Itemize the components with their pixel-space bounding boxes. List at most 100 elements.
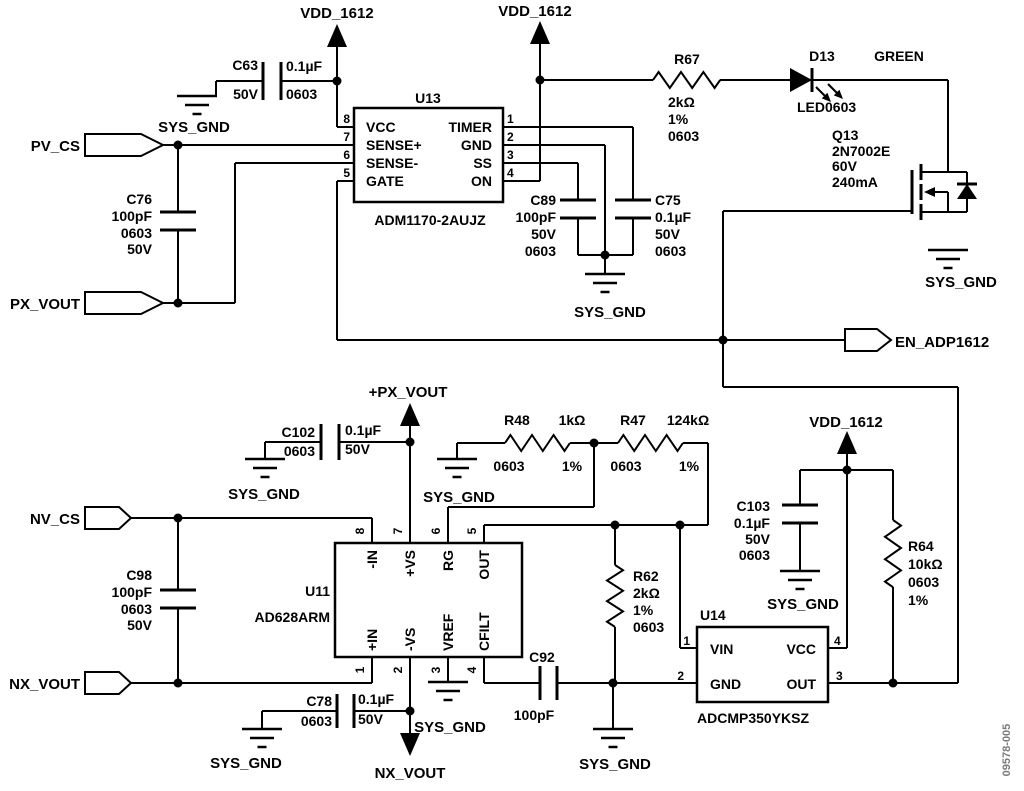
u13-pin-num-3: 3: [507, 148, 514, 162]
c63-voltage: 50V: [233, 86, 259, 102]
capacitor-c76: [160, 210, 196, 232]
c76-size: 0603: [121, 225, 152, 241]
c102-voltage: 50V: [345, 441, 371, 457]
sys-gnd-label-1: SYS_GND: [158, 119, 230, 136]
c76-value: 100pF: [112, 208, 153, 224]
u11-pin-vref: VREF: [440, 613, 456, 651]
u13-pin-ss: SS: [473, 155, 492, 171]
u14-pin-num-1: 1: [683, 634, 690, 648]
c103-voltage: 50V: [745, 531, 771, 547]
u13-pin-num-1: 1: [507, 112, 514, 126]
c76-ref: C76: [126, 191, 152, 207]
r62-value: 2kΩ: [633, 585, 660, 601]
vdd-arrow-1: [327, 24, 347, 47]
c102-ref: C102: [282, 424, 316, 440]
d13-color: GREEN: [874, 48, 924, 64]
r47-value: 124kΩ: [667, 412, 709, 428]
ground-r48: [437, 457, 477, 479]
connector-nx-vout: [84, 671, 133, 695]
c98-voltage: 50V: [127, 617, 153, 633]
c92-value: 100pF: [514, 707, 555, 723]
r48-tol: 1%: [562, 458, 583, 474]
c76-voltage: 50V: [127, 241, 153, 257]
resistors: [504, 70, 903, 628]
body-diode: [957, 184, 977, 199]
c75-voltage: 50V: [655, 226, 681, 242]
ground-q13: [928, 248, 968, 270]
c63-size: 0603: [286, 86, 317, 102]
r48-size: 0603: [493, 458, 524, 474]
vdd-label-2: VDD_1612: [498, 3, 571, 20]
u11-pin-out: OUT: [476, 550, 492, 580]
px-vout-power-label: +PX_VOUT: [369, 384, 448, 401]
capacitor-c89: [560, 198, 596, 220]
vdd-arrow-2: [530, 21, 550, 44]
resistor-r62: [605, 564, 625, 628]
px-vout-arrow: [400, 403, 420, 426]
connector-tags: [84, 133, 893, 695]
u14-pin-out: OUT: [786, 676, 816, 692]
c63-ref: C63: [232, 57, 258, 73]
r47-ref: R47: [620, 412, 646, 428]
r67-value: 2kΩ: [668, 94, 695, 110]
wires: [131, 44, 959, 733]
r62-ref: R62: [633, 568, 659, 584]
r64-tol: 1%: [908, 592, 929, 608]
vdd-label-3: VDD_1612: [809, 414, 882, 431]
c103-size: 0603: [739, 547, 770, 563]
pv-cs-label: PV_CS: [31, 138, 80, 155]
vdd-arrow-3: [837, 431, 857, 454]
c78-ref: C78: [306, 693, 332, 709]
c89-value: 100pF: [516, 209, 557, 225]
d13-package: LED0603: [797, 99, 856, 115]
capacitor-c92: [538, 666, 559, 700]
sys-gnd-label-5: SYS_GND: [423, 489, 495, 506]
connector-nv-cs: [84, 506, 133, 530]
u11-pin-pin: +IN: [364, 629, 380, 651]
u13-pin-on: ON: [471, 173, 492, 189]
ground-c89-c75: [585, 272, 625, 294]
u14-pin-gnd: GND: [710, 676, 741, 692]
capacitor-c78: [335, 694, 356, 728]
c75-ref: C75: [655, 192, 681, 208]
resistor-r64: [883, 519, 903, 589]
u13-pin-num-6: 6: [343, 148, 350, 162]
ic-u14-box: [695, 625, 830, 704]
capacitor-c102: [319, 424, 341, 460]
u11-pin-num-1: 1: [353, 666, 367, 673]
ground-symbols: [177, 94, 968, 749]
sys-gnd-label-3: SYS_GND: [925, 274, 997, 291]
nx-vout-arrow: [400, 733, 420, 756]
r47-tol: 1%: [679, 458, 700, 474]
sys-gnd-label-4: SYS_GND: [228, 486, 300, 503]
en-adp1612-label: EN_ADP1612: [895, 334, 989, 351]
u11-pin-pvs: +VS: [402, 550, 418, 577]
r67-ref: R67: [674, 51, 700, 67]
u13-pin-vcc: VCC: [366, 119, 396, 135]
ground-c78: [242, 727, 282, 749]
u11-pin-nvs: -VS: [402, 628, 418, 651]
u11-ref: U11: [305, 583, 330, 599]
c103-value: 0.1µF: [734, 515, 771, 531]
u14-pin-num-4: 4: [834, 634, 841, 648]
u11-pin-num-8: 8: [353, 527, 367, 534]
u14-pin-vcc: VCC: [786, 641, 816, 657]
u11-pin-num-2: 2: [391, 666, 405, 673]
connector-pv-cs: [84, 133, 166, 157]
c78-size: 0603: [301, 713, 332, 729]
c89-size: 0603: [525, 243, 556, 259]
u14-pin-num-2: 2: [677, 669, 684, 683]
sys-gnd-label-6: SYS_GND: [767, 596, 839, 613]
r64-ref: R64: [908, 538, 934, 554]
c78-value: 0.1µF: [358, 691, 395, 707]
r48-value: 1kΩ: [559, 412, 586, 428]
u13-pin-num-4: 4: [507, 166, 514, 180]
u14-part: ADCMP350YKSZ: [697, 710, 809, 726]
capacitor-c63: [261, 62, 283, 100]
nx-vout-label: NX_VOUT: [9, 676, 80, 693]
r47-size: 0603: [610, 458, 641, 474]
u13-pin-sensen: SENSE-: [366, 155, 418, 171]
ground-c92-r62: [593, 727, 633, 749]
u14-ref: U14: [700, 607, 726, 623]
